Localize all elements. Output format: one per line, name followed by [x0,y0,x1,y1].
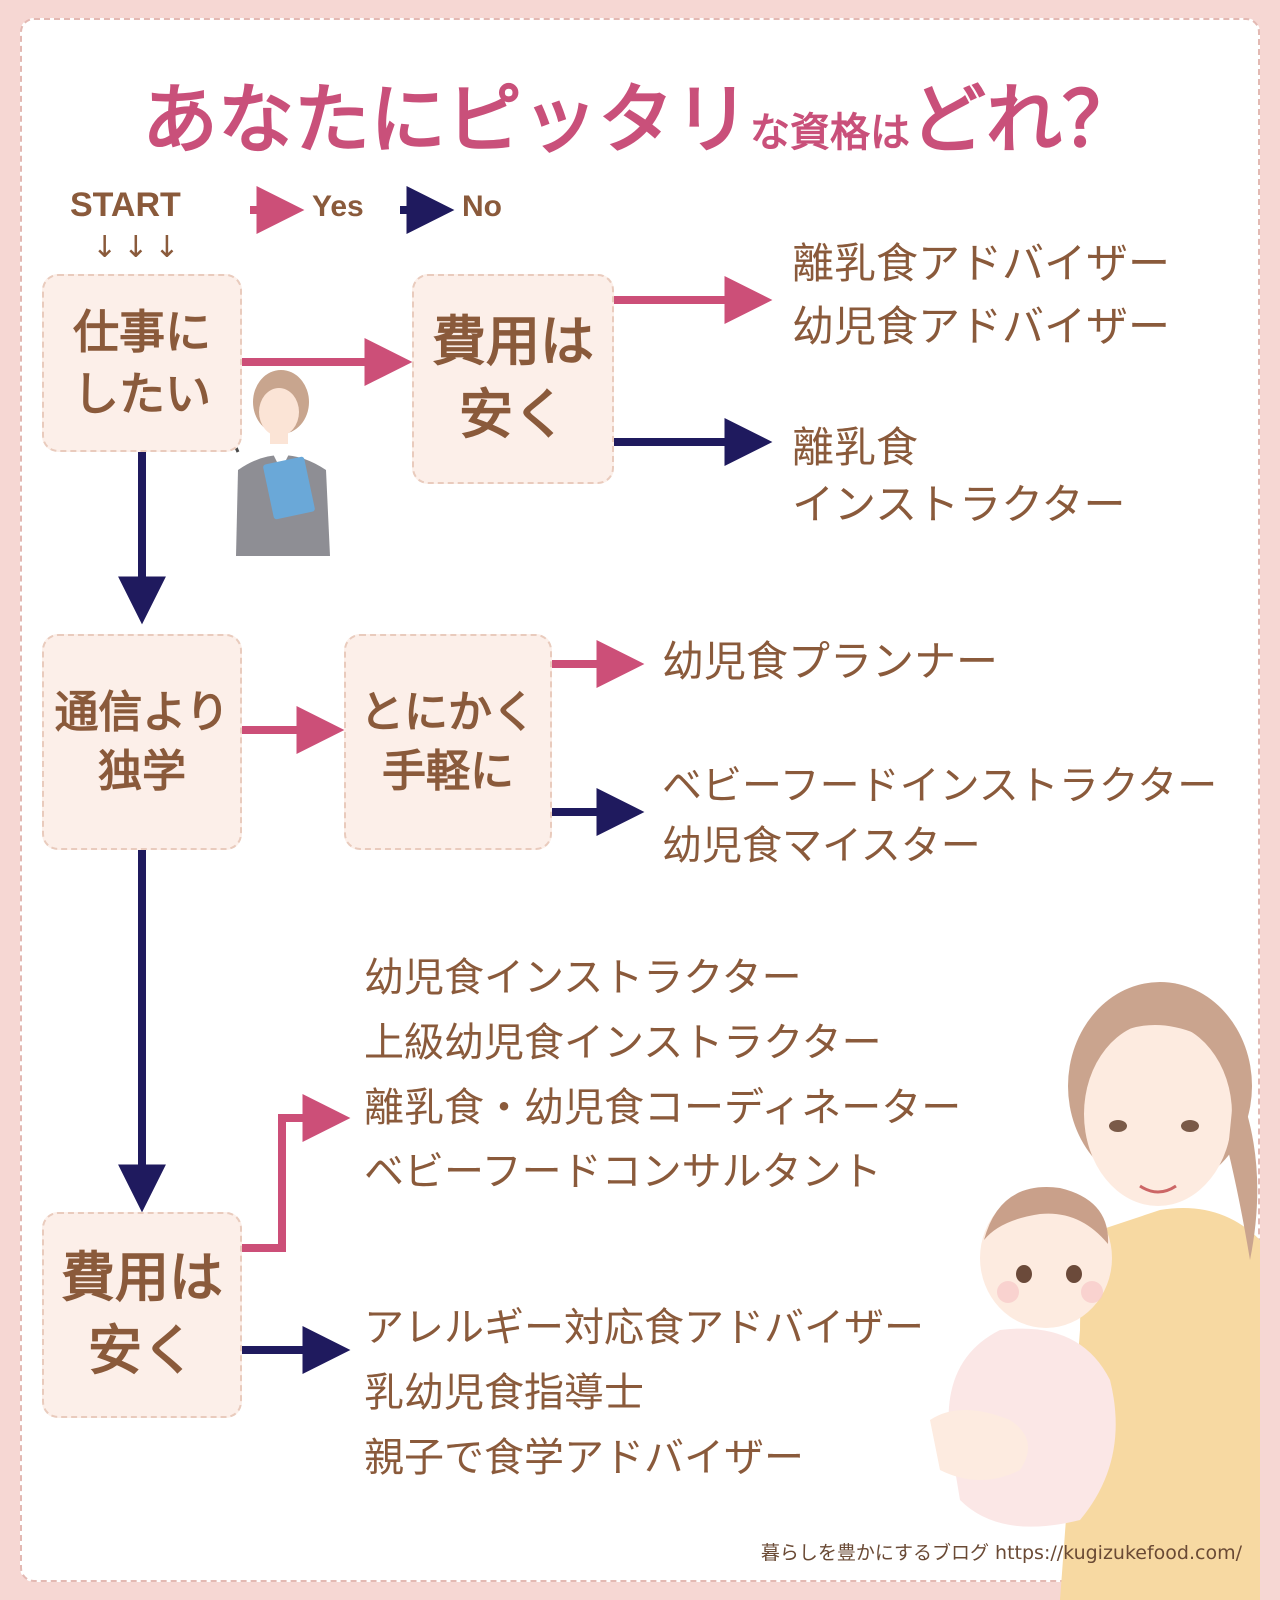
question-low-cost-1: 費用は 安く [412,274,614,484]
arrow-q5-yes [242,1094,351,1252]
title-part-2: な資格は [750,110,910,156]
result-group-3: 幼児食プランナー [662,630,998,693]
start-arrows: ↓↓↓ [92,230,186,265]
result-item: 幼児食プランナー [662,637,999,686]
result-item: ベビーフードコンサルタント [364,1149,882,1196]
question-work: 仕事に したい [42,274,242,452]
page-title: あなたにピッタリな資格はどれ？ [0,58,1280,168]
result-group-4: ベビーフードインストラクター 幼児食マイスター [662,756,1217,876]
result-item: 親子で食学アドバイザー [364,1434,804,1481]
result-item: ベビーフードインストラクター [662,763,1218,809]
question-low-cost-2-label: 費用は 安く [61,1246,223,1382]
question-self-study: 通信より 独学 [42,634,242,850]
title-part-3: どれ？ [910,75,1138,164]
question-easy-label: とにかく 手軽に [360,686,536,797]
question-work-label: 仕事に したい [73,304,211,421]
result-item: 乳幼児食指導士 [364,1369,644,1416]
result-item: インストラクター [792,479,1126,529]
question-easy: とにかく 手軽に [344,634,552,850]
result-item: 幼児食アドバイザー [792,302,1171,351]
legend-yes-label: Yes [312,190,364,223]
result-group-2: 離乳食 インストラクター [792,420,1125,533]
result-group-1: 離乳食アドバイザー 幼児食アドバイザー [792,232,1170,358]
mother-baby-illustration [930,982,1260,1600]
result-group-5: 幼児食インストラクター 上級幼児食インストラクター 離乳食・幼児食コーディネータ… [364,946,961,1205]
result-item: 幼児食インストラクター [364,955,802,1001]
question-self-study-label: 通信より 独学 [54,686,230,797]
result-item: 幼児食マイスター [662,823,981,869]
question-low-cost-1-label: 費用は 安く [432,310,594,446]
result-item: 上級幼児食インストラクター [364,1019,882,1066]
blog-credit: 暮らしを豊かにするブログ https://kugizukefood.com/ [760,1542,1242,1564]
result-item: 離乳食アドバイザー [792,239,1171,288]
result-group-6: アレルギー対応食アドバイザー 乳幼児食指導士 親子で食学アドバイザー [364,1296,924,1490]
start-label: START [70,186,181,224]
title-part-1: あなたにピッタリ [142,75,750,164]
result-item: アレルギー対応食アドバイザー [364,1305,924,1351]
question-low-cost-2: 費用は 安く [42,1212,242,1418]
result-item: 離乳食 [792,423,919,472]
legend-no-label: No [462,190,502,223]
result-item: 離乳食・幼児食コーディネーター [364,1084,962,1131]
